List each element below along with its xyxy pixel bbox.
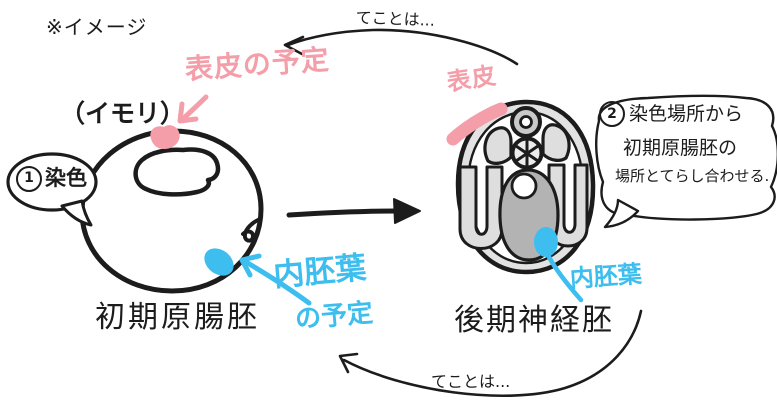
endoderm-pointer-line-right xyxy=(546,254,584,303)
late-neurula-label: 後期神経胚 xyxy=(454,303,614,338)
compare-bubble-line1: 染色場所から xyxy=(629,102,744,125)
gut-cavity-circle xyxy=(510,172,538,200)
compare-speech-bubble xyxy=(595,94,777,229)
blastopore-hook xyxy=(241,218,260,243)
epidermis-stain-patch xyxy=(150,125,180,149)
top-return-arrow-icon xyxy=(283,28,519,66)
step-1-number: 1 xyxy=(16,166,42,192)
endoderm-stain-patch xyxy=(204,248,234,276)
early-gastrula-label: 初期原腸胚 xyxy=(95,300,260,335)
notochord-spokes xyxy=(514,138,540,168)
endoderm-pointer-arrow-icon xyxy=(239,253,312,306)
epidermis-pointer-arrow-icon xyxy=(177,94,209,124)
step-2-number: 2 xyxy=(599,101,625,127)
early-gastrula-figure xyxy=(79,125,264,294)
epidermis-stain-stroke xyxy=(446,102,508,146)
right-somite xyxy=(541,123,571,162)
left-lateral-organ xyxy=(458,165,504,250)
compare-bubble-line3: 場所とてらし合わせる. xyxy=(615,167,770,185)
top-arrow-label: てことは... xyxy=(355,8,436,30)
bottom-arrow-label: てことは... xyxy=(431,372,511,391)
newt-species-label: （イモリ） xyxy=(60,99,186,128)
late-neurula-figure xyxy=(446,99,596,303)
staining-bubble-text: 1 染色 xyxy=(16,166,87,192)
compare-bubble-text: 2 染色場所から 初期原腸胚の 場所とてらし合わせる. xyxy=(599,101,771,184)
endoderm-stain-patch-right xyxy=(534,227,558,257)
prospective-endoderm-label-line1: 内胚葉 xyxy=(271,249,368,294)
blastocoel-blob xyxy=(133,147,221,197)
left-somite xyxy=(483,126,513,165)
bottom-return-arrow-icon xyxy=(338,309,643,398)
staining-bubble-word: 染色 xyxy=(45,166,87,191)
image-note-label: ※イメージ xyxy=(46,15,148,39)
neural-canal xyxy=(519,115,533,129)
compare-bubble-line2: 初期原腸胚の xyxy=(623,137,738,159)
endoderm-label: 内胚葉 xyxy=(568,259,643,293)
develop-arrow-icon xyxy=(286,198,421,224)
